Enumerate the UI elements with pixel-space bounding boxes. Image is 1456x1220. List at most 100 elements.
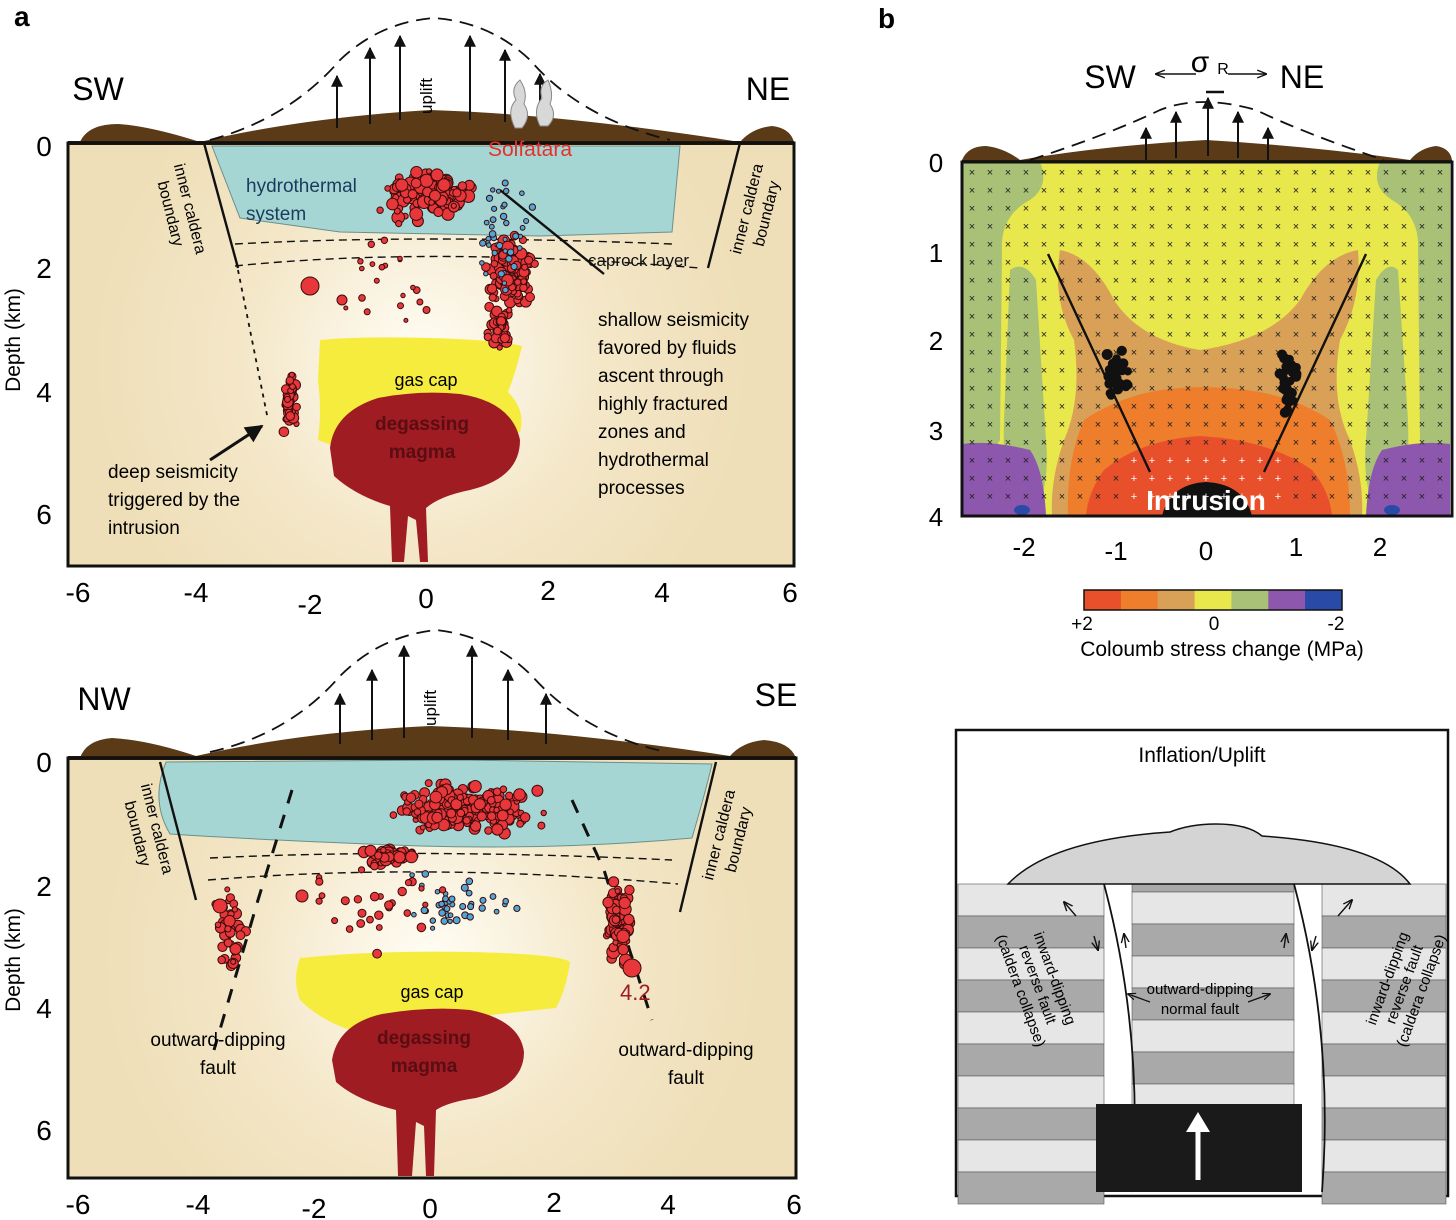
stress-cross-mark: × xyxy=(1041,239,1047,251)
panel-frame xyxy=(960,160,1454,518)
stress-cross-mark: × xyxy=(1257,383,1263,395)
stress-cross-mark: × xyxy=(1077,473,1083,485)
stress-cross-mark: × xyxy=(1113,275,1119,287)
earthquake-marker xyxy=(340,896,350,906)
svg-text:triggered by the: triggered by the xyxy=(108,490,240,511)
stress-cross-mark: × xyxy=(1329,401,1335,413)
stress-cross-mark: × xyxy=(1077,419,1083,431)
stress-cross-mark: × xyxy=(1275,419,1281,431)
stress-cross-mark: × xyxy=(1185,203,1191,215)
earthquake-marker xyxy=(424,779,433,788)
stress-cross-mark: × xyxy=(1023,275,1029,287)
earthquake-marker xyxy=(493,806,500,814)
earthquake-marker xyxy=(443,905,451,913)
stress-cross-mark: × xyxy=(1419,419,1425,431)
stress-cross-mark: × xyxy=(1329,437,1335,449)
stratum-layer xyxy=(957,1043,1105,1077)
stress-cross-mark: × xyxy=(1311,419,1317,431)
y-tick: 0 xyxy=(929,148,943,178)
gas-cap-label: gas cap xyxy=(394,370,457,390)
stress-cross-mark: × xyxy=(1293,185,1299,197)
stress-cross-mark: × xyxy=(1383,491,1389,503)
stress-cross-mark: × xyxy=(1257,311,1263,323)
stress-cross-mark: × xyxy=(1059,203,1065,215)
stress-cross-mark: × xyxy=(1347,491,1353,503)
stress-cross-mark: × xyxy=(987,203,993,215)
stress-cross-mark: × xyxy=(1059,491,1065,503)
stress-cross-mark: × xyxy=(1329,257,1335,269)
stress-cross-mark: × xyxy=(1149,365,1155,377)
earthquake-marker xyxy=(224,925,232,933)
earthquake-marker xyxy=(503,219,510,227)
stress-cross-mark: × xyxy=(987,383,993,395)
earthquake-marker xyxy=(343,305,349,311)
stratum-layer xyxy=(1131,891,1295,925)
stress-cross-mark: × xyxy=(1329,419,1335,431)
stress-cross-mark: + xyxy=(1167,473,1173,485)
stress-cross-mark: × xyxy=(1149,347,1155,359)
dir-ne: NE xyxy=(746,71,790,107)
stress-cross-mark: × xyxy=(1419,383,1425,395)
stress-cross-mark: × xyxy=(1131,365,1137,377)
stress-cross-mark: × xyxy=(1347,239,1353,251)
earthquake-marker xyxy=(465,889,473,897)
stress-cross-mark: × xyxy=(1059,275,1065,287)
stress-cross-mark: × xyxy=(1419,347,1425,359)
stress-cross-mark: × xyxy=(1347,329,1353,341)
stress-cross-mark: × xyxy=(1383,311,1389,323)
stress-cross-mark: × xyxy=(1095,311,1101,323)
stress-cross-mark: × xyxy=(969,257,975,269)
earthquake-marker xyxy=(499,785,508,794)
stratum-layer xyxy=(1321,883,1447,917)
caldera-boundary-right xyxy=(678,761,718,913)
stress-cross-mark: × xyxy=(1275,401,1281,413)
stress-cross-mark: × xyxy=(1041,365,1047,377)
stress-cross-mark: × xyxy=(1329,221,1335,233)
stress-cross-mark: × xyxy=(1347,401,1353,413)
y-tick: 1 xyxy=(929,238,943,268)
svg-text:zones and: zones and xyxy=(598,422,686,443)
x-tick: 6 xyxy=(782,577,798,608)
stress-cross-mark: × xyxy=(1311,365,1317,377)
stress-cross-mark: × xyxy=(1419,167,1425,179)
stress-cross-mark: × xyxy=(1041,347,1047,359)
caldera-boundary-right xyxy=(706,142,742,269)
earthquake-marker xyxy=(624,884,635,896)
degassing-magma xyxy=(332,1008,524,1176)
earthquake-marker xyxy=(374,851,383,860)
earthquake-marker xyxy=(493,326,502,336)
colorbar-swatch xyxy=(1157,590,1196,610)
earthquake-marker xyxy=(428,199,435,206)
stress-cross-mark: × xyxy=(1275,221,1281,233)
stress-cross-mark: × xyxy=(1041,437,1047,449)
stress-cross-mark: × xyxy=(1365,221,1371,233)
stress-cross-mark: × xyxy=(1221,257,1227,269)
stress-cross-mark: + xyxy=(1275,491,1281,503)
stress-cross-mark: × xyxy=(1023,437,1029,449)
stress-cross-mark: × xyxy=(987,473,993,485)
stress-cross-mark: + xyxy=(1131,455,1137,467)
stress-cross-mark: × xyxy=(1239,239,1245,251)
stress-cross-mark: × xyxy=(1365,275,1371,287)
colorbar-swatch xyxy=(1194,590,1232,610)
ground-surface xyxy=(80,110,794,142)
stress-cross-mark: × xyxy=(1419,455,1425,467)
stress-cross-mark: × xyxy=(1023,239,1029,251)
stress-cross-mark: × xyxy=(1239,167,1245,179)
earthquake-marker xyxy=(537,821,546,830)
stress-cross-mark: × xyxy=(1221,203,1227,215)
stress-cross-mark: × xyxy=(1293,419,1299,431)
stress-cross-mark: × xyxy=(1239,383,1245,395)
stress-cross-mark: × xyxy=(1167,257,1173,269)
stress-cross-mark: × xyxy=(1041,167,1047,179)
earthquake-marker xyxy=(491,249,498,257)
stress-cross-mark: × xyxy=(1257,293,1263,305)
stress-cross-mark: × xyxy=(1131,203,1137,215)
stress-cross-mark: × xyxy=(1005,239,1011,251)
earthquake-marker xyxy=(363,308,371,316)
stress-cross-mark: × xyxy=(1077,293,1083,305)
x-tick: -6 xyxy=(66,577,91,608)
fault-right-label-1: outward-dipping xyxy=(618,1040,753,1061)
earthquake-marker xyxy=(488,293,497,302)
earthquake-marker xyxy=(278,426,290,438)
